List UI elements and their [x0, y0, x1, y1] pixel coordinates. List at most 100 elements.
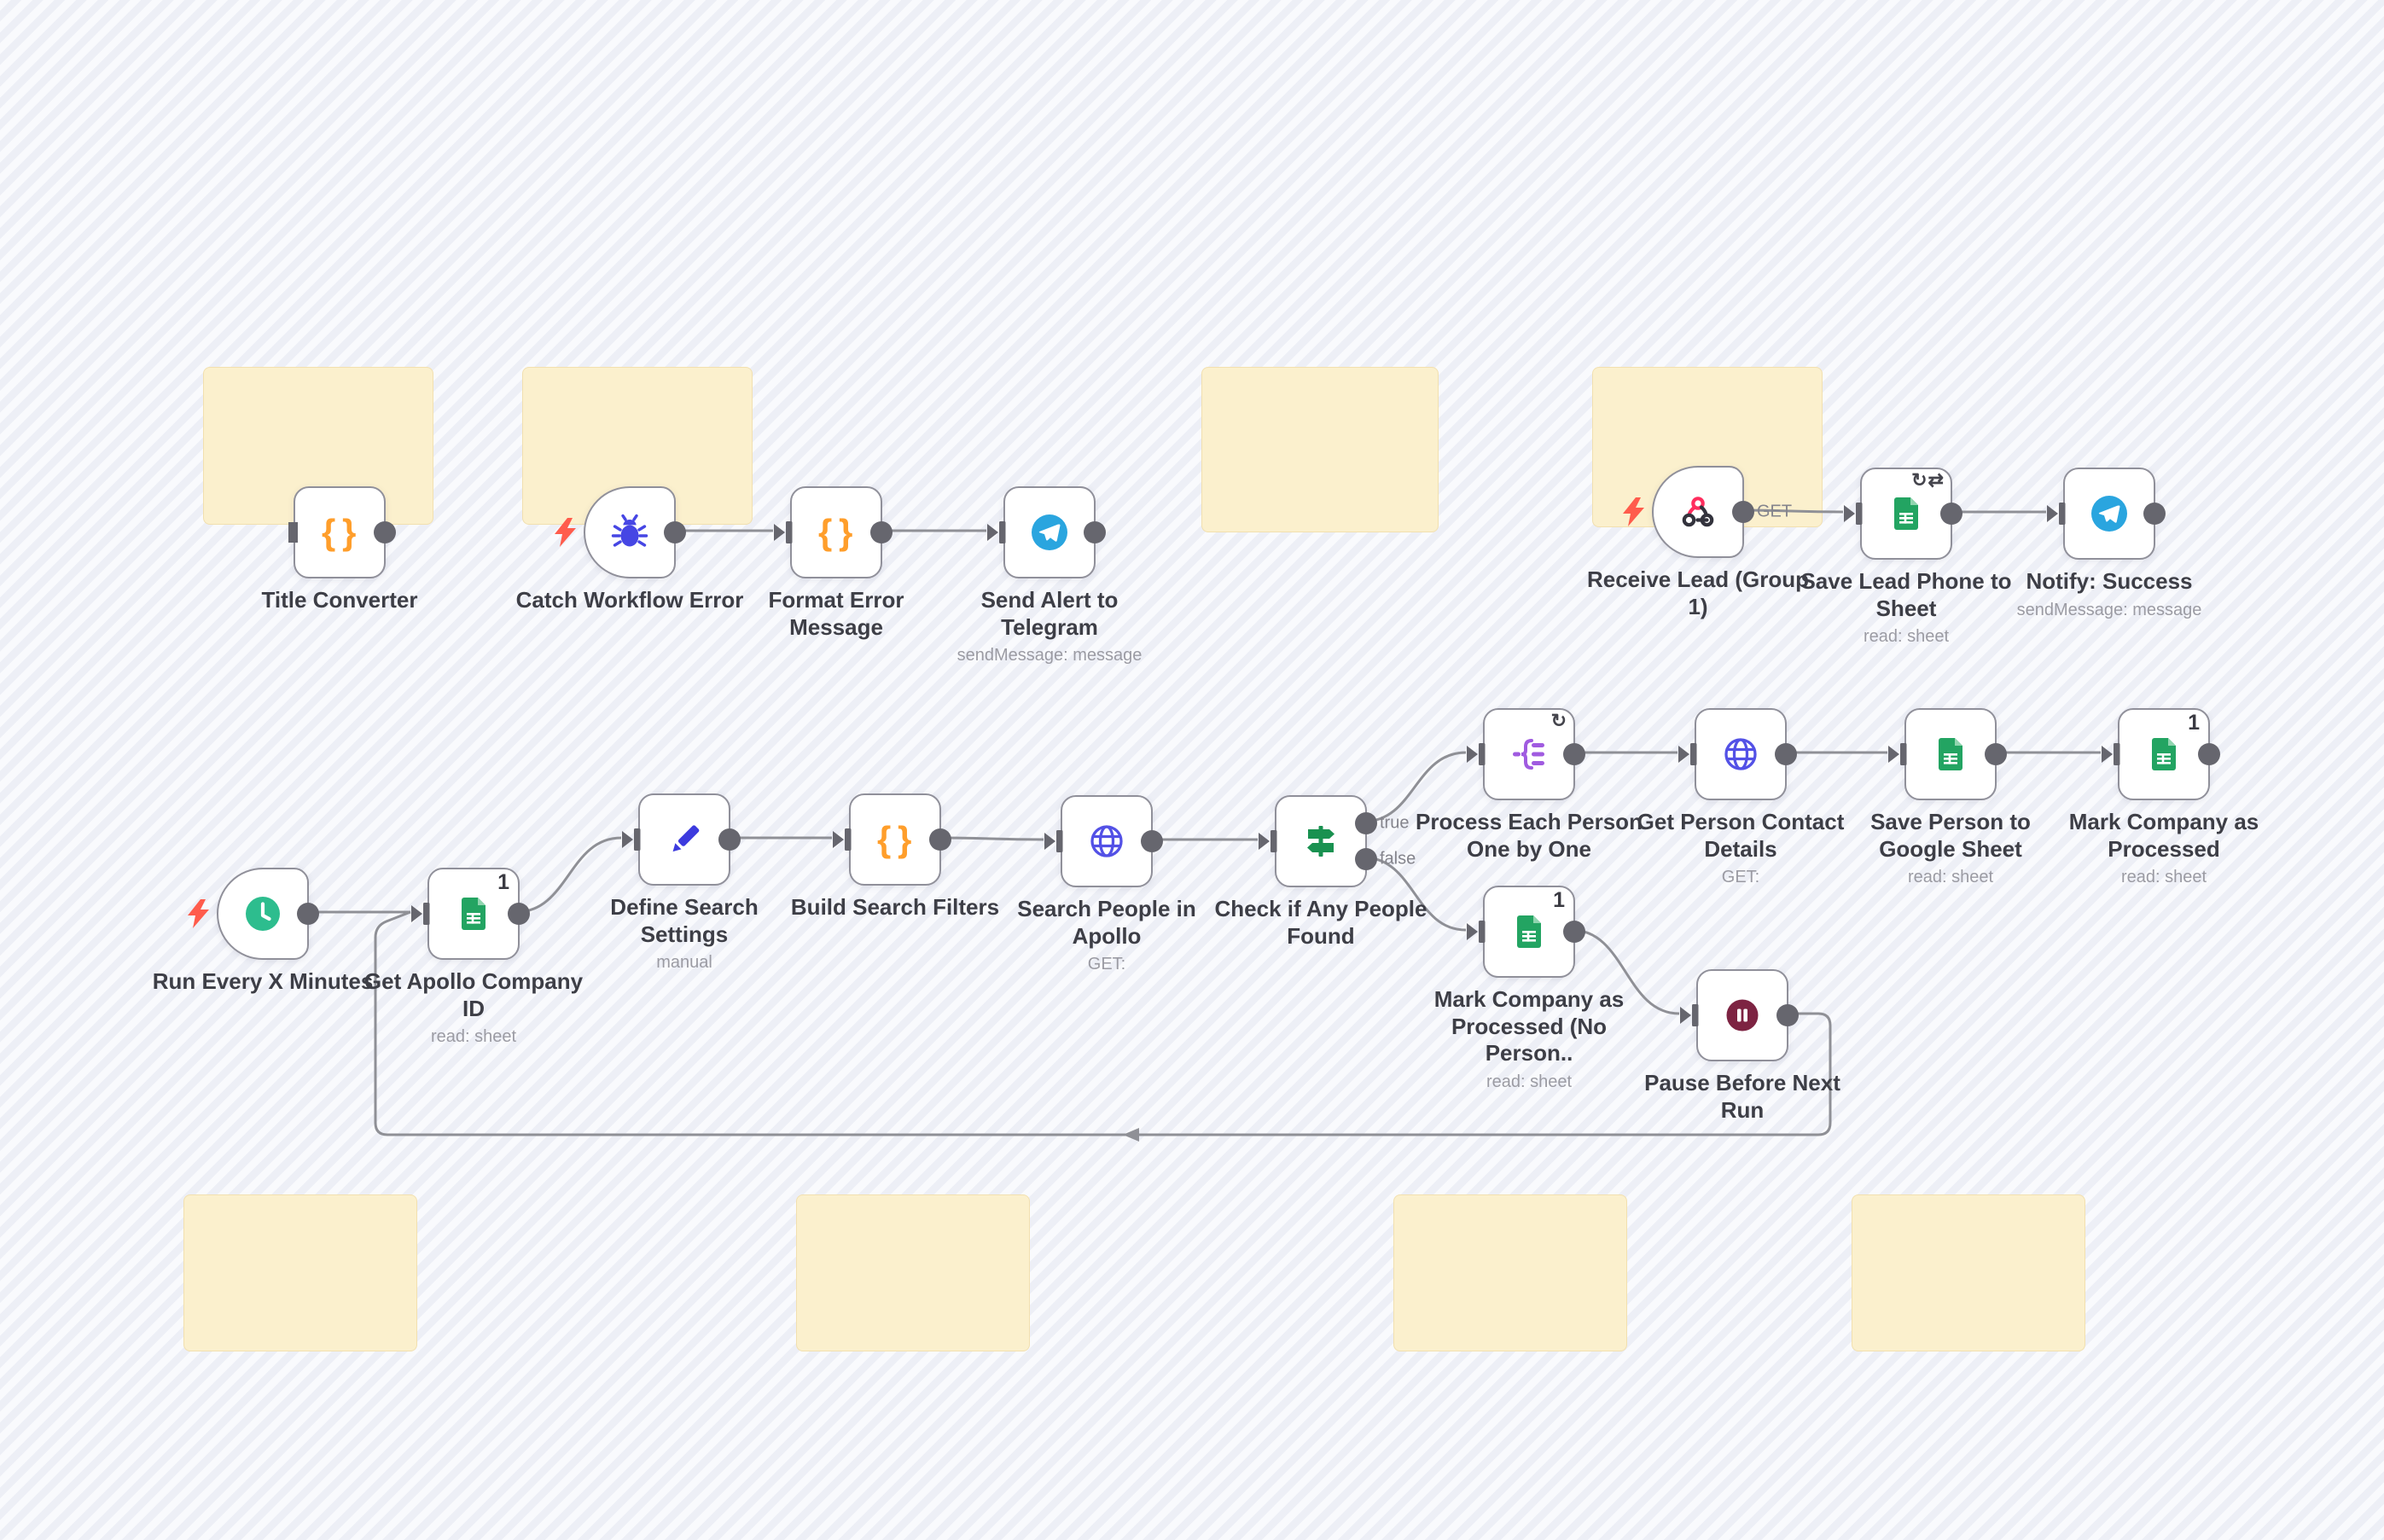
sheets-icon: [2143, 734, 2184, 775]
sheets-icon: [1886, 493, 1927, 534]
output-port[interactable]: [2198, 743, 2220, 765]
sheets-icon: [1930, 734, 1971, 775]
output-port[interactable]: [374, 521, 396, 543]
input-port[interactable]: [1678, 741, 1697, 767]
pencil-icon: [664, 819, 705, 860]
input-port[interactable]: [1467, 919, 1486, 944]
trigger-bolt-icon: [188, 899, 210, 928]
node-format-error-message[interactable]: { }Format Error Message: [769, 486, 904, 640]
node-process-each-person-one-by-one[interactable]: ↻Process Each Person One by One: [1416, 708, 1643, 862]
output-port[interactable]: [2143, 503, 2166, 525]
output-port[interactable]: [1355, 848, 1377, 870]
node-pause-before-next-run[interactable]: Pause Before Next Run: [1644, 969, 1840, 1123]
output-port[interactable]: [1563, 743, 1585, 765]
code-icon: { }: [875, 819, 916, 860]
output-port[interactable]: [664, 521, 686, 543]
svg-text:}: }: [839, 512, 852, 552]
input-port[interactable]: [411, 901, 430, 927]
output-port[interactable]: [297, 903, 319, 925]
sheets-icon: [453, 893, 494, 934]
output-port[interactable]: [1084, 521, 1106, 543]
input-port[interactable]: [1844, 501, 1863, 526]
telegram-icon: [1029, 512, 1070, 553]
input-port[interactable]: [2102, 741, 2120, 767]
sticky-note[interactable]: [1201, 367, 1439, 532]
globe-icon: [1720, 734, 1761, 775]
output-port-label: GET: [1757, 502, 1793, 521]
svg-text:{: {: [877, 819, 891, 859]
input-port[interactable]: [2047, 501, 2066, 526]
output-port[interactable]: [1985, 743, 2007, 765]
connection-line[interactable]: [937, 836, 1044, 841]
webhook-icon: [1678, 491, 1718, 532]
input-port[interactable]: [1888, 741, 1907, 767]
telegram-icon: [2089, 493, 2130, 534]
connection-line[interactable]: [374, 910, 1832, 1136]
svg-text:{: {: [818, 512, 832, 552]
output-port[interactable]: [718, 828, 741, 851]
output-port[interactable]: [929, 828, 951, 851]
output-port[interactable]: [1940, 503, 1962, 525]
pause-icon: [1722, 995, 1763, 1036]
input-port[interactable]: [987, 520, 1006, 545]
output-port-label: false: [1380, 849, 1416, 869]
connection-line[interactable]: [1363, 751, 1467, 823]
items-count-badge: 1: [497, 870, 509, 894]
output-port[interactable]: [1776, 1004, 1799, 1026]
items-count-badge: 1: [2188, 711, 2200, 735]
sticky-note[interactable]: [1852, 1194, 2085, 1351]
node-run-every-x-minutes[interactable]: Run Every X Minutes: [153, 868, 373, 994]
output-port[interactable]: [508, 903, 530, 925]
svg-text:}: }: [342, 512, 356, 552]
input-port[interactable]: [774, 520, 793, 545]
output-port[interactable]: [870, 521, 893, 543]
svg-text:{: {: [322, 512, 335, 552]
globe-icon: [1086, 821, 1127, 862]
output-port[interactable]: [1775, 743, 1797, 765]
input-port[interactable]: [1044, 828, 1063, 854]
output-port[interactable]: [1355, 812, 1377, 834]
output-port-label: true: [1380, 813, 1410, 833]
clock-icon: [242, 893, 283, 934]
code-icon: { }: [816, 512, 857, 553]
output-port[interactable]: [1563, 921, 1585, 943]
node-title-converter[interactable]: { }Title Converter: [261, 486, 418, 613]
trigger-bolt-icon: [555, 518, 577, 547]
sheets-icon: [1509, 911, 1550, 952]
connection-line[interactable]: [515, 836, 622, 914]
connection-line[interactable]: [1363, 856, 1467, 932]
svg-text:}: }: [898, 819, 911, 859]
input-port[interactable]: [1680, 1002, 1699, 1028]
split-batches-icon: [1509, 734, 1550, 775]
input-port[interactable]: [833, 827, 852, 852]
sticky-note[interactable]: [183, 1194, 417, 1351]
input-port[interactable]: [1467, 741, 1486, 767]
retry-icon-swap-icon: ↻⇄: [1911, 469, 1945, 491]
output-port[interactable]: [1732, 501, 1754, 523]
output-port[interactable]: [1141, 830, 1163, 852]
node-build-search-filters[interactable]: { }Build Search Filters: [791, 793, 999, 920]
connection-line[interactable]: [1571, 928, 1680, 1015]
input-port[interactable]: [1259, 828, 1277, 854]
sticky-note[interactable]: [1393, 1194, 1627, 1351]
sticky-note[interactable]: [796, 1194, 1030, 1351]
code-icon: { }: [319, 512, 360, 553]
input-port[interactable]: [287, 520, 299, 544]
connection-line[interactable]: [1740, 508, 1844, 514]
node-catch-workflow-error[interactable]: Catch Workflow Error: [516, 486, 743, 613]
input-port[interactable]: [622, 827, 641, 852]
